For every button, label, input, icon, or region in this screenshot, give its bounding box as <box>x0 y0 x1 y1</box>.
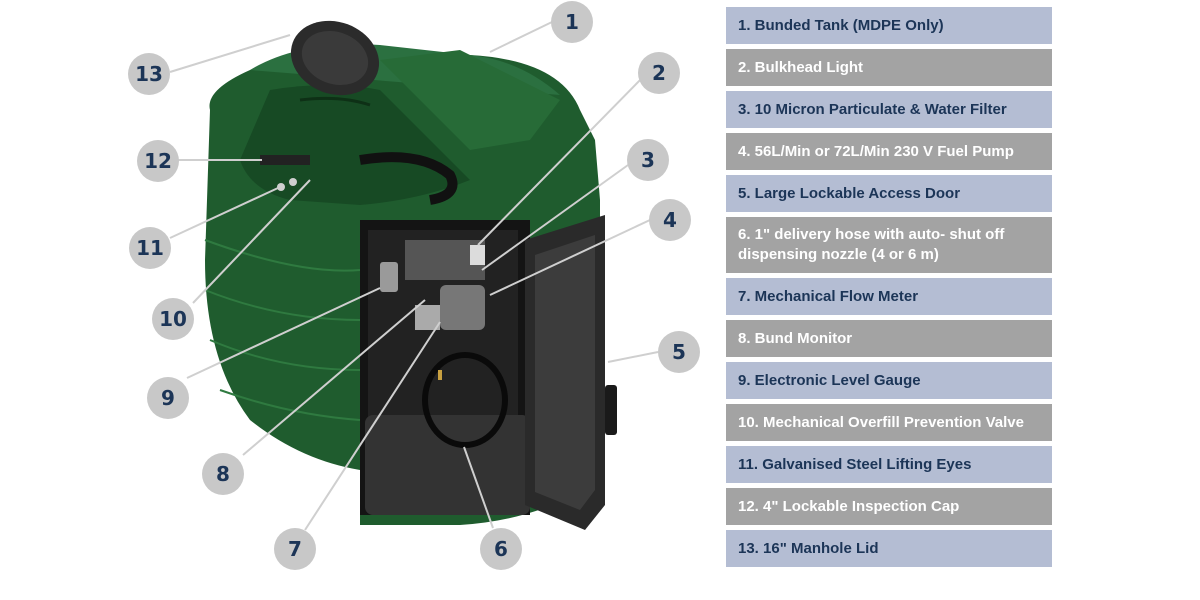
callout-9: 9 <box>147 377 189 419</box>
component-legend: 1. Bunded Tank (MDPE Only) 2. Bulkhead L… <box>726 7 1052 572</box>
callout-3: 3 <box>627 139 669 181</box>
callout-5: 5 <box>658 331 700 373</box>
legend-item-5: 5. Large Lockable Access Door <box>726 175 1052 212</box>
manhole-lid <box>290 20 380 96</box>
legend-item-11: 11. Galvanised Steel Lifting Eyes <box>726 446 1052 483</box>
cabinet <box>360 220 530 515</box>
callout-2: 2 <box>638 52 680 94</box>
callout-8: 8 <box>202 453 244 495</box>
callout-4: 4 <box>649 199 691 241</box>
legend-item-9: 9. Electronic Level Gauge <box>726 362 1052 399</box>
legend-item-4: 4. 56L/Min or 72L/Min 230 V Fuel Pump <box>726 133 1052 170</box>
callout-11: 11 <box>129 227 171 269</box>
legend-item-7: 7. Mechanical Flow Meter <box>726 278 1052 315</box>
legend-item-13: 13. 16" Manhole Lid <box>726 530 1052 567</box>
callout-12: 12 <box>137 140 179 182</box>
callout-1: 1 <box>551 1 593 43</box>
callout-10: 10 <box>152 298 194 340</box>
tank-illustration <box>169 20 659 531</box>
lifting-eyes <box>277 178 297 191</box>
leader-lines <box>169 21 659 531</box>
tank-lid-ridge <box>380 50 560 150</box>
legend-item-8: 8. Bund Monitor <box>726 320 1052 357</box>
legend-item-6: 6. 1" delivery hose with auto- shut off … <box>726 217 1052 273</box>
top-cutaway <box>240 85 470 205</box>
callout-6: 6 <box>480 528 522 570</box>
callout-13: 13 <box>128 53 170 95</box>
access-door <box>525 215 617 530</box>
legend-item-12: 12. 4" Lockable Inspection Cap <box>726 488 1052 525</box>
legend-item-3: 3. 10 Micron Particulate & Water Filter <box>726 91 1052 128</box>
legend-item-10: 10. Mechanical Overfill Prevention Valve <box>726 404 1052 441</box>
callout-7: 7 <box>274 528 316 570</box>
legend-item-1: 1. Bunded Tank (MDPE Only) <box>726 7 1052 44</box>
legend-item-2: 2. Bulkhead Light <box>726 49 1052 86</box>
